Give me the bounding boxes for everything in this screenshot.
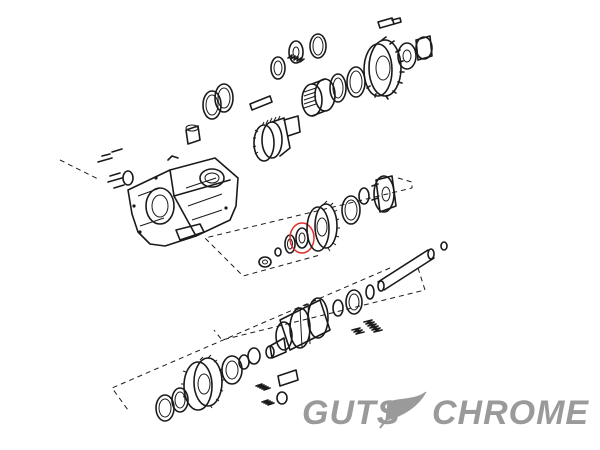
feather-icon [379, 391, 427, 429]
large-gear-part [181, 354, 224, 411]
spline-gear-cluster-part [269, 297, 331, 359]
top-parts-row [270, 17, 433, 117]
screw-part [377, 17, 402, 29]
cluster-gear-part [252, 115, 301, 162]
lower-bearing-part [221, 355, 243, 385]
left-upper-parts [97, 83, 273, 189]
lower-parts-row [155, 289, 383, 422]
watermark-text-left: GUTS [302, 394, 400, 432]
mainshaft-part [365, 241, 448, 300]
ring-part [309, 33, 327, 59]
spring-part [287, 54, 305, 63]
small-clip-part [440, 241, 448, 251]
middle-parts-row [258, 175, 397, 268]
watermark-text-right: CHROME [432, 394, 589, 432]
transmission-case-part [127, 155, 239, 247]
seal-ring-part [202, 90, 222, 120]
gear-part [306, 200, 340, 252]
watermark: GUTS CHROME [302, 391, 589, 432]
dog-clutch-part [371, 175, 397, 213]
bushing-part [185, 125, 201, 145]
bearing-ring-part [341, 195, 361, 225]
spring-part-right [363, 319, 383, 333]
pin-part [249, 95, 273, 111]
highlight-circle [289, 222, 315, 254]
washer-part [288, 40, 304, 64]
roller-bearing-part [301, 78, 336, 117]
sprocket-part [363, 36, 405, 100]
